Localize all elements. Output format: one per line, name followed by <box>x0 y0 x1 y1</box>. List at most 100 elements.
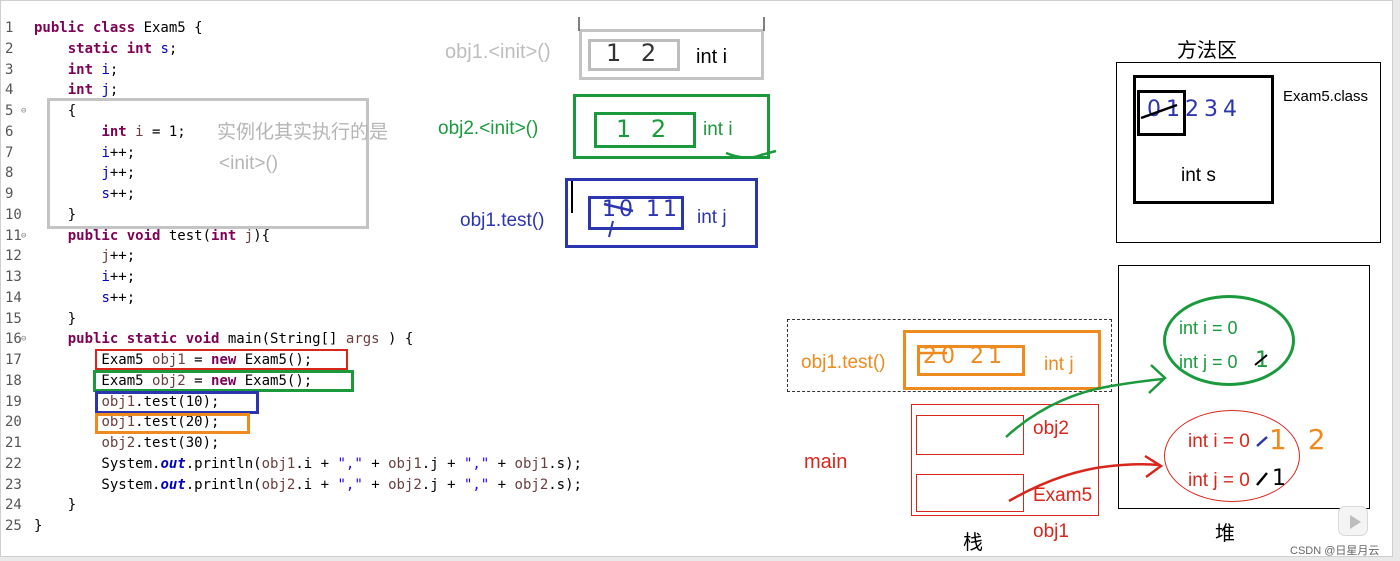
code-token: public void <box>67 227 169 244</box>
code-token: obj2 <box>388 476 422 493</box>
frame-obj1-init: 1 2 int i <box>579 29 764 80</box>
code-token: .test(10); <box>135 393 220 410</box>
code-token <box>34 248 101 264</box>
heap-obj1-i-new: 1 2 <box>1269 423 1332 456</box>
code-token: ++; <box>109 269 136 285</box>
stack-ref-exam5: Exam5 <box>1033 485 1093 506</box>
code-token: .test(30); <box>135 435 220 451</box>
heap-obj1-j-new: 1 <box>1272 466 1286 491</box>
code-token: Exam5(); <box>244 352 313 368</box>
code-token: "," <box>463 455 490 472</box>
frame-obj1-init-label: obj1.<init>() <box>445 41 551 63</box>
code-token <box>34 82 68 98</box>
stack-slot-obj1 <box>916 474 1024 512</box>
code-text: j++; <box>34 163 135 183</box>
code-token: obj1 <box>261 455 296 472</box>
line-number: 23 <box>5 476 22 493</box>
frame-obj1-test20: 20 21 int j <box>903 330 1101 390</box>
line-number: 16 <box>5 331 22 348</box>
code-text: { <box>34 101 76 121</box>
code-line: 24 } <box>1 495 76 515</box>
code-line: 21 obj2.test(30); <box>1 433 219 453</box>
frame-obj2-init-slot <box>594 112 696 148</box>
code-text: s++; <box>34 288 135 308</box>
code-token: ++; <box>109 248 136 265</box>
code-token: test( <box>168 227 212 244</box>
code-token: ++; <box>109 289 136 306</box>
code-token: Exam5 <box>34 352 153 368</box>
line-number: 17 <box>5 352 22 368</box>
code-token: int <box>67 61 102 78</box>
heap-title: 堆 <box>1215 521 1235 545</box>
line19-highlight <box>95 391 259 414</box>
line-number: 22 <box>5 455 22 472</box>
play-button-icon[interactable] <box>1338 506 1368 536</box>
code-token <box>34 269 101 285</box>
fold-icon[interactable]: ⊖ <box>21 334 27 345</box>
code-token: Exam5 <box>34 372 153 389</box>
code-line: 13 i++; <box>1 267 135 287</box>
code-token: { <box>34 103 77 119</box>
code-token: obj1 <box>152 352 186 368</box>
line18-highlight <box>93 370 354 392</box>
line-number: 18 <box>5 372 22 389</box>
frame-obj2-init-field: int i <box>703 119 733 140</box>
code-text: } <box>34 495 76 515</box>
code-token: obj2 <box>152 372 186 389</box>
code-text: System.out.println(obj2.i + "," + obj2.j… <box>34 475 582 495</box>
code-line: 17 Exam5 obj1 = new Exam5(); <box>1 350 312 370</box>
line20-highlight <box>95 413 250 434</box>
frame-obj2-init: 1 2 int i <box>573 94 770 159</box>
code-token: ++; <box>109 144 136 161</box>
frame-obj2-init-value: 1 2 <box>616 115 673 143</box>
code-token: + <box>489 476 515 493</box>
code-token: + <box>489 455 515 472</box>
stack-slot-obj2 <box>916 415 1024 455</box>
code-token: out <box>160 455 186 472</box>
code-token: i <box>101 269 110 285</box>
code-token <box>34 290 101 306</box>
heap-obj1-j: int j = 0 <box>1188 470 1250 491</box>
code-line: 14 s++; <box>1 288 135 308</box>
line-number: 25 <box>5 518 22 534</box>
code-line: 20 obj1.test(20); <box>1 412 219 432</box>
exam5-class-label: Exam5.class <box>1283 88 1369 105</box>
heap-obj2-j-new: 1 <box>1255 348 1269 373</box>
code-token: .println( <box>185 455 262 472</box>
static-s-values: 0 1 2 3 4 <box>1147 97 1237 122</box>
code-token: "," <box>463 476 490 493</box>
code-token: ; <box>109 82 119 99</box>
frame-obj1-test10-value: 10 11 <box>602 197 680 222</box>
code-token: } <box>34 497 77 514</box>
code-line: 3 int i; <box>1 60 118 80</box>
code-token <box>34 62 68 78</box>
code-token: main(String[] <box>227 331 346 348</box>
code-token: } <box>34 206 77 223</box>
code-token: .j + <box>421 476 464 493</box>
code-text: s++; <box>34 184 135 204</box>
code-text: obj1.test(20); <box>34 412 219 432</box>
line-number: 6 <box>5 123 14 140</box>
code-token: System. <box>34 455 161 472</box>
code-token: obj1 <box>514 455 549 472</box>
fold-icon[interactable]: ⊖ <box>21 230 27 241</box>
code-text: System.out.println(obj1.i + "," + obj1.j… <box>34 454 582 474</box>
line-number: 7 <box>5 144 14 161</box>
fold-icon[interactable]: ⊖ <box>21 106 27 116</box>
code-text: static int s; <box>34 39 178 59</box>
frame-obj1-test20-dashed <box>787 319 1112 392</box>
code-line: 25} <box>1 516 42 536</box>
code-token: + <box>362 476 389 493</box>
code-token: int <box>67 82 102 99</box>
line-number: 12 <box>5 248 22 265</box>
code-token: .test(20); <box>135 414 220 431</box>
code-token: = 1; <box>143 123 186 140</box>
frame-obj1-test20-label: obj1.test() <box>801 352 886 373</box>
line-number: 10 <box>5 206 22 223</box>
code-text: i++; <box>34 267 135 287</box>
heap-obj2-i: int i = 0 <box>1179 318 1238 338</box>
code-token <box>34 331 68 347</box>
code-token: j <box>244 227 254 244</box>
code-token: i <box>101 144 110 161</box>
code-token: Exam5(); <box>244 372 313 389</box>
